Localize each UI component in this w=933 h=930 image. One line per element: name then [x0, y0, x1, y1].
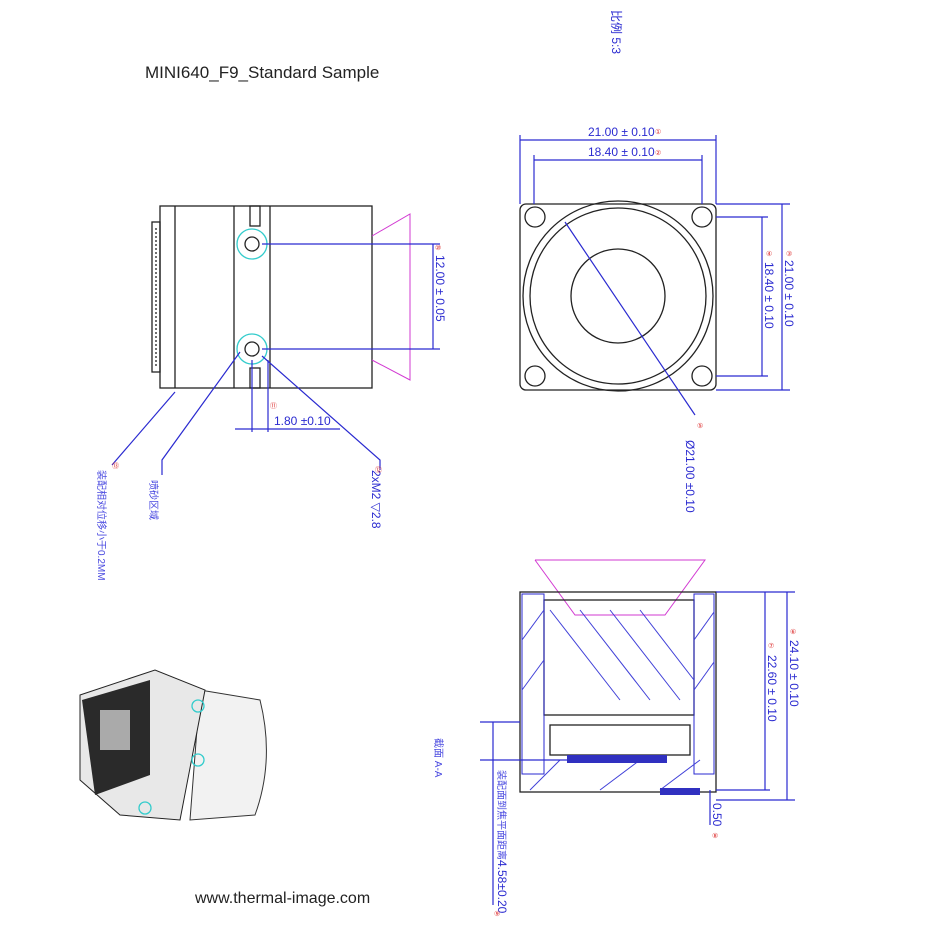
callout-9: ⑨ [494, 910, 500, 918]
hole-offset-dim: 1.80 ±0.10 [274, 414, 331, 428]
callout-10: ⑩ [435, 244, 441, 252]
total-depth-dim: 24.10 ± 0.10 [787, 640, 801, 707]
pcb-gap-dim: 0.50 [710, 803, 724, 827]
height-outer-dim: 21.00 ± 0.10 [782, 260, 796, 327]
callout-4: ④ [766, 250, 772, 258]
section-label: 截面 A-A [432, 738, 445, 778]
hole-spacing-dim: 12.00 ± 0.05 [433, 255, 447, 322]
thread-note: 2xM2 ▽2.8 [369, 470, 383, 529]
callout-12: ⑫ [375, 466, 382, 474]
drawing-title: MINI640_F9_Standard Sample [145, 63, 380, 82]
body-depth-dim: 22.60 ± 0.10 [765, 655, 779, 722]
width-outer-dim: 21.00 ± 0.10 [588, 125, 655, 139]
callout-6: ⑥ [790, 628, 796, 636]
section-view-a-a: 截面 A-A 装配面到焦平面距离 4.58±0.20 24.10 ± 0.10 … [432, 559, 801, 914]
sandblast-note: 喷砂区域 [147, 480, 160, 520]
height-inner-dim: 18.40 ± 0.10 [762, 262, 776, 329]
callout-5: ⑤ [697, 422, 703, 430]
width-inner-dim: 18.40 ± 0.10 [588, 145, 655, 159]
website-url[interactable]: www.thermal-image.com [195, 890, 371, 907]
callout-7: ⑦ [768, 642, 774, 650]
callout-1: ① [655, 128, 661, 136]
callout-3: ③ [786, 250, 792, 258]
focal-distance-dim: 4.58±0.20 [495, 860, 509, 914]
callout-2: ② [655, 149, 661, 157]
assembly-tolerance-note: 装配相对位移小于0.2MM [95, 470, 108, 581]
camera-3d-render [79, 669, 267, 821]
scale-label: 比例 5:3 [609, 10, 623, 54]
focal-note: 装配面到焦平面距离 [495, 770, 508, 860]
side-view: 12.00 ± 0.05 1.80 ±0.10 装配相对位移小于0.2MM 喷砂… [95, 205, 447, 581]
callout-markers: ① ② ③ ④ ⑤ ⑥ ⑦ ⑧ ⑨ ⑩ ⑪ ⑫ ⑬ [112, 128, 796, 918]
callout-8: ⑧ [712, 832, 718, 840]
front-view: 21.00 ± 0.10 18.40 ± 0.10 21.00 ± 0.10 1… [519, 125, 796, 513]
callout-11: ⑪ [270, 402, 277, 410]
callout-13: ⑬ [112, 462, 119, 470]
lens-diameter-dim: Ø21.00 ±0.10 [683, 440, 697, 513]
